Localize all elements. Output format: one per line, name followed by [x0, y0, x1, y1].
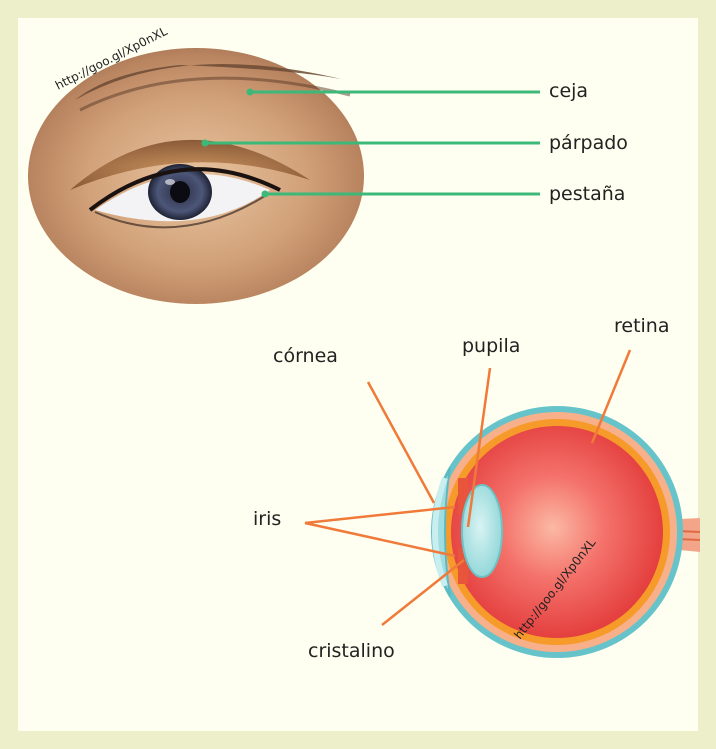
label-pupila: pupila [462, 335, 520, 357]
label-retina: retina [614, 315, 670, 337]
label-ceja: ceja [549, 80, 588, 102]
label-cornea: córnea [273, 345, 338, 367]
label-parpado: párpado [549, 132, 628, 154]
label-cristalino: cristalino [308, 640, 395, 662]
watermark-eye-section: http://goo.gl/Xp0nXL [511, 536, 598, 642]
label-iris: iris [253, 508, 281, 530]
label-pestana: pestaña [549, 183, 625, 205]
watermark-external-eye: http://goo.gl/Xp0nXL [53, 24, 170, 93]
